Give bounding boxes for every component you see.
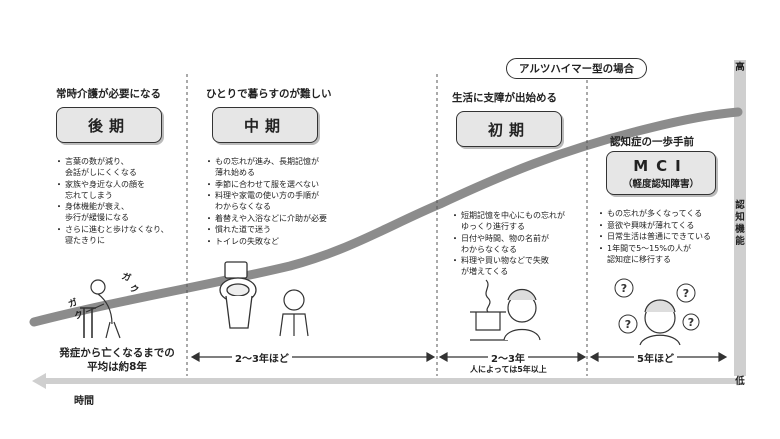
y-axis-low-label: 低	[735, 376, 745, 387]
illustration-pot	[470, 279, 508, 341]
stage-mci-box: MCI （軽度認知障害）	[606, 151, 716, 195]
list-item: もの忘れが進み、長期記憶が 薄れ始める	[205, 156, 351, 178]
stage-mci-subname: （軽度認知障害）	[622, 179, 699, 190]
stage-late-name: 後期	[87, 116, 130, 135]
illustration-woman	[503, 288, 541, 341]
duration-arrow-middle	[190, 351, 436, 363]
illustration-late-walker	[80, 279, 121, 339]
svg-text:?: ?	[625, 318, 631, 331]
stage-middle-duration: 2～3年ほど	[232, 350, 292, 365]
stage-early-heading: 生活に支障が出始める	[452, 92, 557, 104]
list-item: 料理や家電の使い方の手順が わからなくなる	[205, 190, 351, 212]
stage-mci-name: MCI	[633, 157, 689, 175]
illustration-mci-woman	[639, 299, 681, 346]
stage-early-name: 初期	[487, 120, 530, 139]
x-axis-arrow	[32, 373, 738, 389]
illustration-toilet	[219, 261, 257, 329]
illustration-elderly-man	[279, 289, 309, 337]
stage-late-duration: 発症から亡くなるまでの 平均は約8年	[59, 347, 175, 373]
stage-middle-box: 中期	[212, 107, 318, 143]
list-item: 季節に合わせて服を選べない	[205, 179, 351, 190]
stage-mci-duration: 5年ほど	[634, 350, 677, 365]
stage-late-heading: 常時介護が必要になる	[56, 88, 161, 100]
diagram-title-tag: アルツハイマー型の場合	[506, 58, 648, 79]
list-item: 着替えや入浴などに介助が必要	[205, 213, 351, 224]
stage-early-duration: 2～3年	[488, 350, 528, 365]
list-item: 日付や時間、物の名前が わからなくなる	[451, 233, 582, 255]
list-item: 意欲や興味が薄れてくる	[597, 220, 728, 231]
stage-middle-heading: ひとりで暮らすのが難しい	[206, 88, 332, 100]
svg-text:?: ?	[621, 282, 627, 295]
stage-middle-name: 中期	[243, 116, 286, 135]
x-axis-label: 時間	[74, 396, 94, 407]
list-item: トイレの失敗など	[205, 236, 351, 247]
svg-text:?: ?	[683, 287, 689, 300]
y-axis-bar	[734, 60, 746, 376]
stage-mci-heading: 認知症の一歩手前	[610, 136, 694, 148]
y-axis-label: 認知機能	[735, 200, 745, 247]
cognitive-curve	[29, 107, 743, 327]
list-item: 1年間で5～15%の人が 認知症に移行する	[597, 243, 728, 265]
list-item: 日常生活は普通にできている	[597, 231, 728, 242]
y-axis-high-label: 高	[735, 62, 745, 73]
stage-late-list: 言葉の数が減り、 会話がしにくくなる 家族や身近な人の顔を 忘れてしまう 身体機…	[55, 156, 186, 246]
list-item: さらに進むと歩けなくなり、 寝たきりに	[55, 224, 186, 246]
list-item: もの忘れが多くなってくる	[597, 208, 728, 219]
stage-early-duration-note: 人によっては5年以上	[470, 365, 547, 374]
list-item: 身体機能が衰え、 歩行が緩慢になる	[55, 201, 186, 223]
svg-text:?: ?	[688, 316, 694, 329]
stage-middle-list: もの忘れが進み、長期記憶が 薄れ始める 季節に合わせて服を選べない 料理や家電の…	[205, 156, 351, 247]
stage-mci-list: もの忘れが多くなってくる 意欲や興味が薄れてくる 日常生活は普通にできている 1…	[597, 208, 728, 265]
list-item: 料理や買い物などで失敗 が増えてくる	[451, 255, 582, 277]
list-item: 言葉の数が減り、 会話がしにくくなる	[55, 156, 186, 178]
stage-early-box: 初期	[456, 111, 562, 147]
stage-early-list: 短期記憶を中心にもの忘れが ゆっくり進行する 日付や時間、物の名前が わからなく…	[451, 210, 582, 278]
question-bubbles	[614, 278, 700, 334]
list-item: 短期記憶を中心にもの忘れが ゆっくり進行する	[451, 210, 582, 232]
list-item: 家族や身近な人の顔を 忘れてしまう	[55, 179, 186, 201]
question-marks: ? ? ? ?	[621, 282, 694, 331]
stage-late-box: 後期	[56, 107, 162, 143]
list-item: 慣れた道で迷う	[205, 224, 351, 235]
